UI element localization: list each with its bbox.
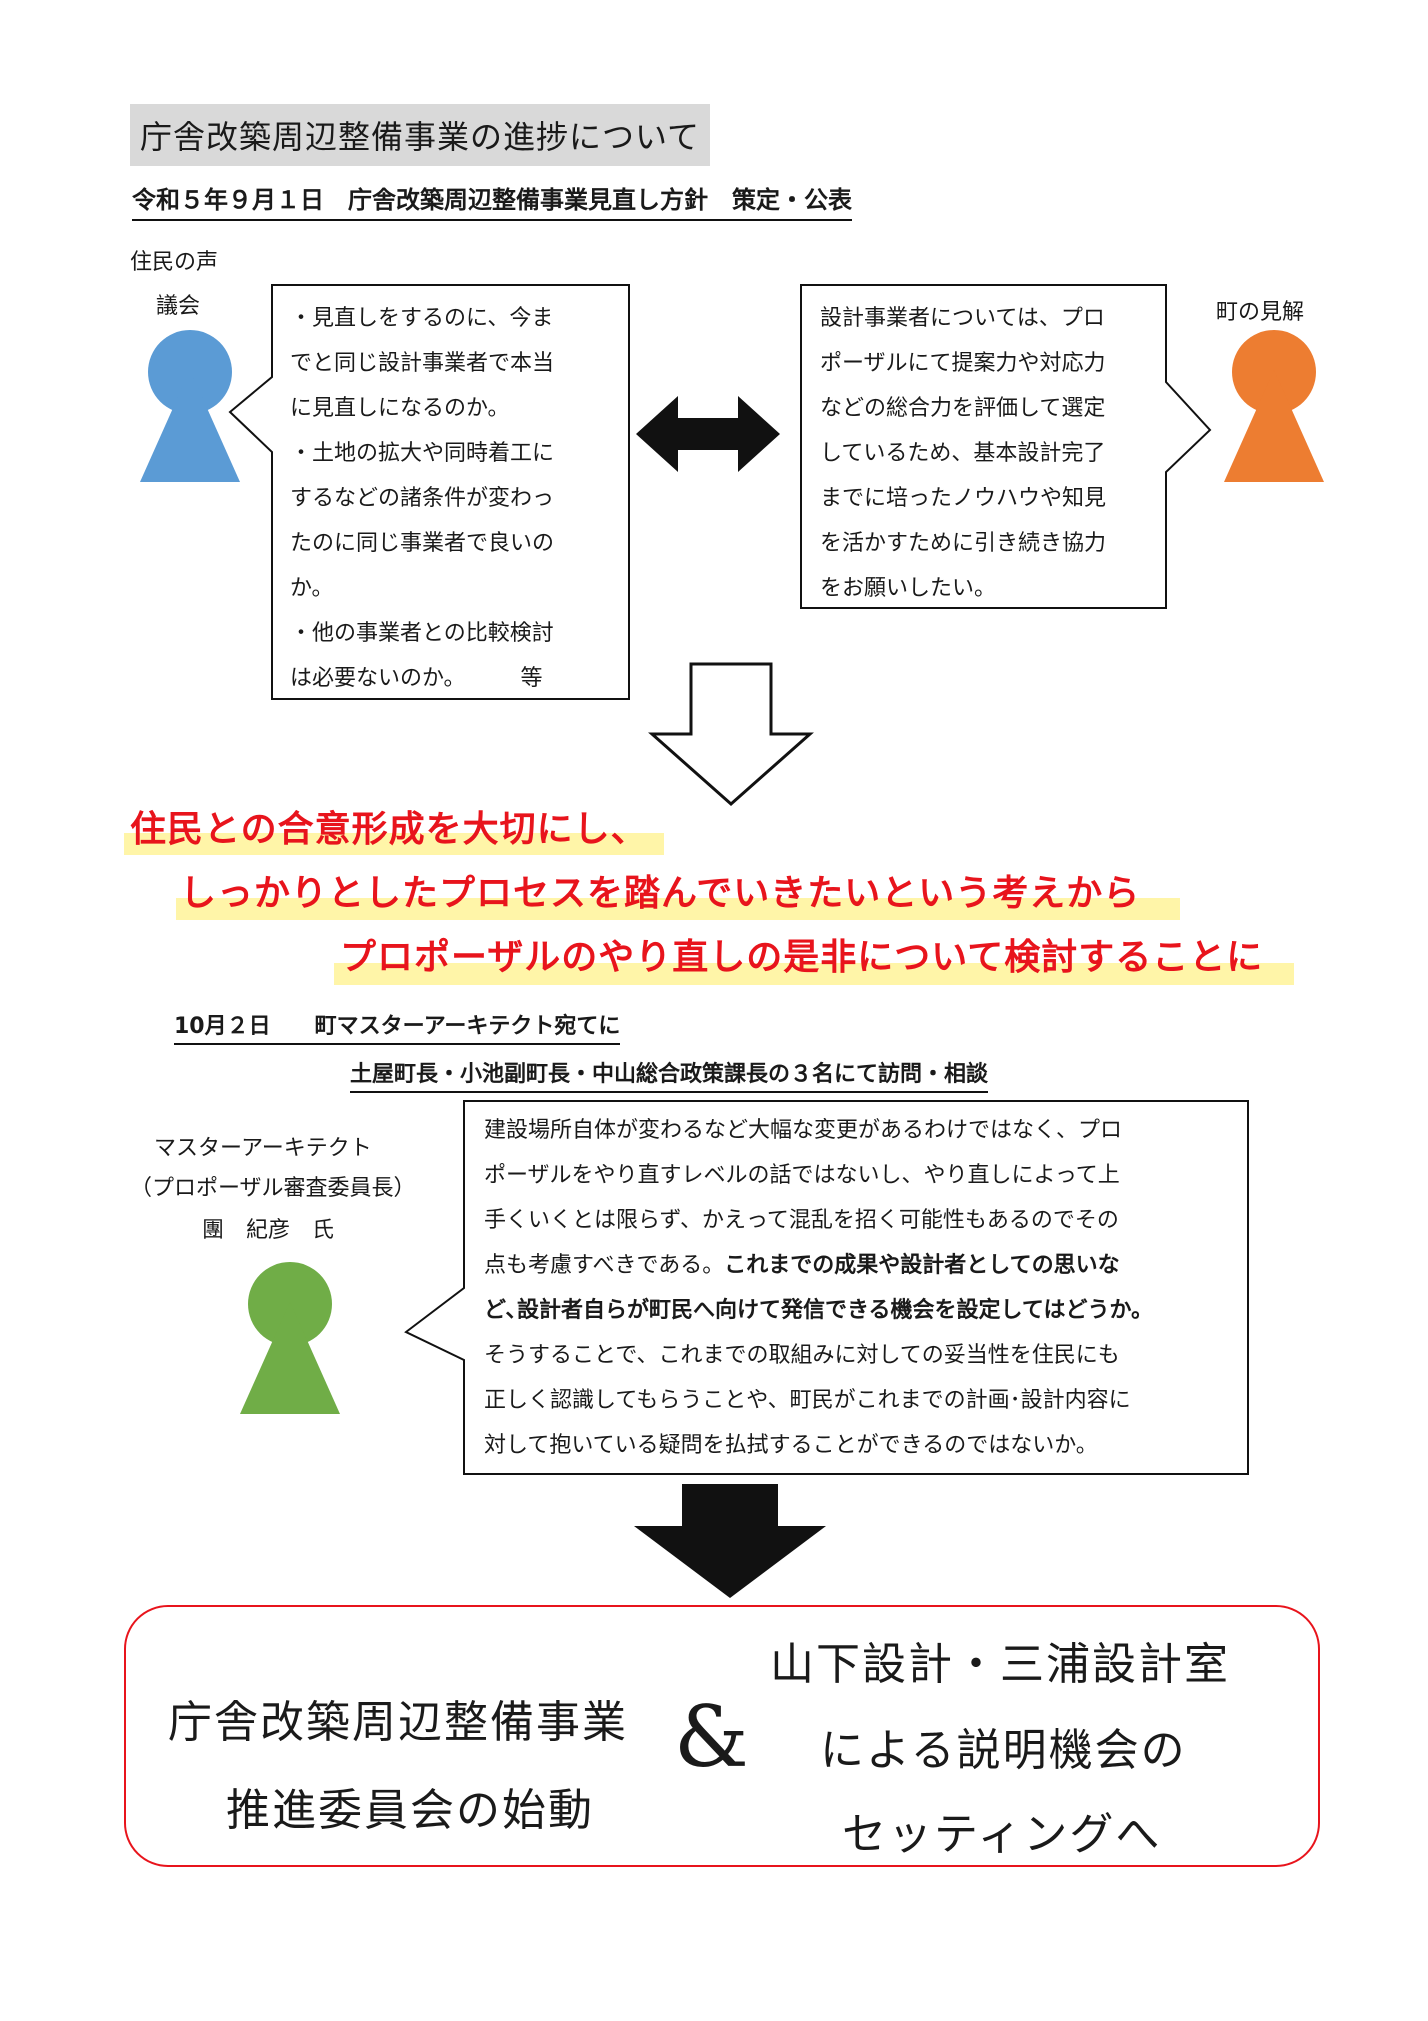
architect-line: 正しく認識してもらうことや、町民がこれまでの計画･設計内容に bbox=[484, 1388, 1131, 1413]
conclusion-right-line-1: 山下設計・三浦設計室 bbox=[770, 1639, 1230, 1690]
architect-line: 対して抱いている疑問を払拭することができるのではないか。 bbox=[484, 1433, 1098, 1458]
down-arrow-filled-icon bbox=[634, 1484, 826, 1598]
town-line: 設計事業者については、プロ bbox=[820, 306, 1105, 331]
residents-line: に見直しになるのか。 bbox=[290, 396, 510, 421]
town-line: ポーザルにて提案力や対応力 bbox=[820, 351, 1106, 376]
residents-line: ・土地の拡大や同時着工に bbox=[290, 441, 555, 466]
town-line: しているため、基本設計完了 bbox=[820, 441, 1106, 466]
conclusion-right-line-2: による説明機会の bbox=[820, 1725, 1187, 1776]
policy-date-line: 令和５年９月１日 庁舎改築周辺整備事業見直し方針 策定・公表 bbox=[132, 180, 852, 221]
assembly-label: 議会 bbox=[156, 294, 201, 319]
highlight-line-3: プロポーザルのやり直しの是非について検討することに bbox=[340, 937, 1264, 978]
town-bubble-text: 設計事業者については、プロ ポーザルにて提案力や対応力 などの総合力を評価して選… bbox=[820, 296, 1106, 611]
architect-person-icon bbox=[240, 1262, 340, 1414]
architect-line: そうすることで、これまでの取組みに対しての妥当性を住民にも bbox=[484, 1343, 1120, 1368]
architect-line-bold: ど､設計者自らが町民へ向けて発信できる機会を設定してはどうか。 bbox=[484, 1298, 1154, 1323]
architect-name-label: 團 紀彦 氏 bbox=[202, 1218, 335, 1243]
conclusion-right-line-3: セッティングへ bbox=[842, 1809, 1162, 1860]
residents-bubble-text: ・見直しをするのに、今ま でと同じ設計事業者で本当 に見直しになるのか。 ・土地… bbox=[290, 296, 554, 701]
town-bubble-shape bbox=[800, 284, 1212, 609]
residents-line: でと同じ設計事業者で本当 bbox=[290, 351, 555, 376]
architect-line-plain: 点も考慮すべきである。 bbox=[484, 1253, 725, 1278]
residents-line: たのに同じ事業者で良いの bbox=[290, 531, 555, 556]
conclusion-box bbox=[124, 1605, 1320, 1867]
town-person-icon bbox=[1224, 330, 1324, 482]
architect-line: 手くいくとは限らず、かえって混乱を招く可能性もあるのでその bbox=[484, 1208, 1119, 1233]
residents-line: ・見直しをするのに、今ま bbox=[290, 306, 554, 331]
residents-label: 住民の声 bbox=[130, 250, 219, 275]
down-arrow-outline-icon bbox=[648, 662, 814, 807]
architect-bubble-text: 建設場所自体が変わるなど大幅な変更があるわけではなく、プロ ポーザルをやり直すレ… bbox=[484, 1108, 1153, 1468]
architect-line: 点も考慮すべきである。これまでの成果や設計者としての思いな bbox=[484, 1243, 1153, 1288]
architect-role-label: （プロポーザル審査委員長） bbox=[130, 1176, 416, 1201]
architect-title-label: マスターアーキテクト bbox=[154, 1136, 372, 1161]
town-line: をお願いしたい。 bbox=[820, 576, 997, 601]
residents-person-icon bbox=[140, 330, 240, 482]
residents-line: か。 bbox=[290, 576, 334, 601]
architect-line: ポーザルをやり直すレベルの話ではないし、やり直しによって上 bbox=[484, 1163, 1120, 1188]
highlight-line-2: しっかりとしたプロセスを踏んでいきたいという考えから bbox=[180, 873, 1141, 914]
residents-bubble-shape bbox=[228, 284, 630, 700]
visit-members-line: 土屋町長・小池副町長・中山総合政策課長の３名にて訪問・相談 bbox=[350, 1056, 989, 1093]
conclusion-left-line-2: 推進委員会の始動 bbox=[226, 1785, 594, 1836]
residents-line: ・他の事業者との比較検討 bbox=[290, 621, 554, 646]
architect-line-bold: これまでの成果や設計者としての思いな bbox=[724, 1253, 1120, 1278]
architect-line: 建設場所自体が変わるなど大幅な変更があるわけではなく、プロ bbox=[484, 1118, 1123, 1143]
highlight-line-1: 住民との合意形成を大切にし、 bbox=[130, 809, 648, 850]
architect-bubble-shape bbox=[404, 1100, 1249, 1475]
residents-line: は必要ないのか。 等 bbox=[290, 666, 543, 691]
town-line: などの総合力を評価して選定 bbox=[820, 396, 1106, 421]
double-arrow-icon bbox=[636, 396, 780, 472]
conclusion-left-line-1: 庁舎改築周辺整備事業 bbox=[168, 1697, 628, 1748]
town-line: を活かすために引き続き協力 bbox=[820, 531, 1107, 556]
town-view-label: 町の見解 bbox=[1216, 300, 1305, 325]
town-line: までに培ったノウハウや知見 bbox=[820, 486, 1107, 511]
residents-line: するなどの諸条件が変わっ bbox=[290, 486, 555, 511]
visit-date-line: 10月２日 町マスターアーキテクト宛てに bbox=[174, 1008, 621, 1045]
ampersand: & bbox=[674, 1688, 749, 1786]
page-title: 庁舎改築周辺整備事業の進捗について bbox=[130, 104, 711, 166]
